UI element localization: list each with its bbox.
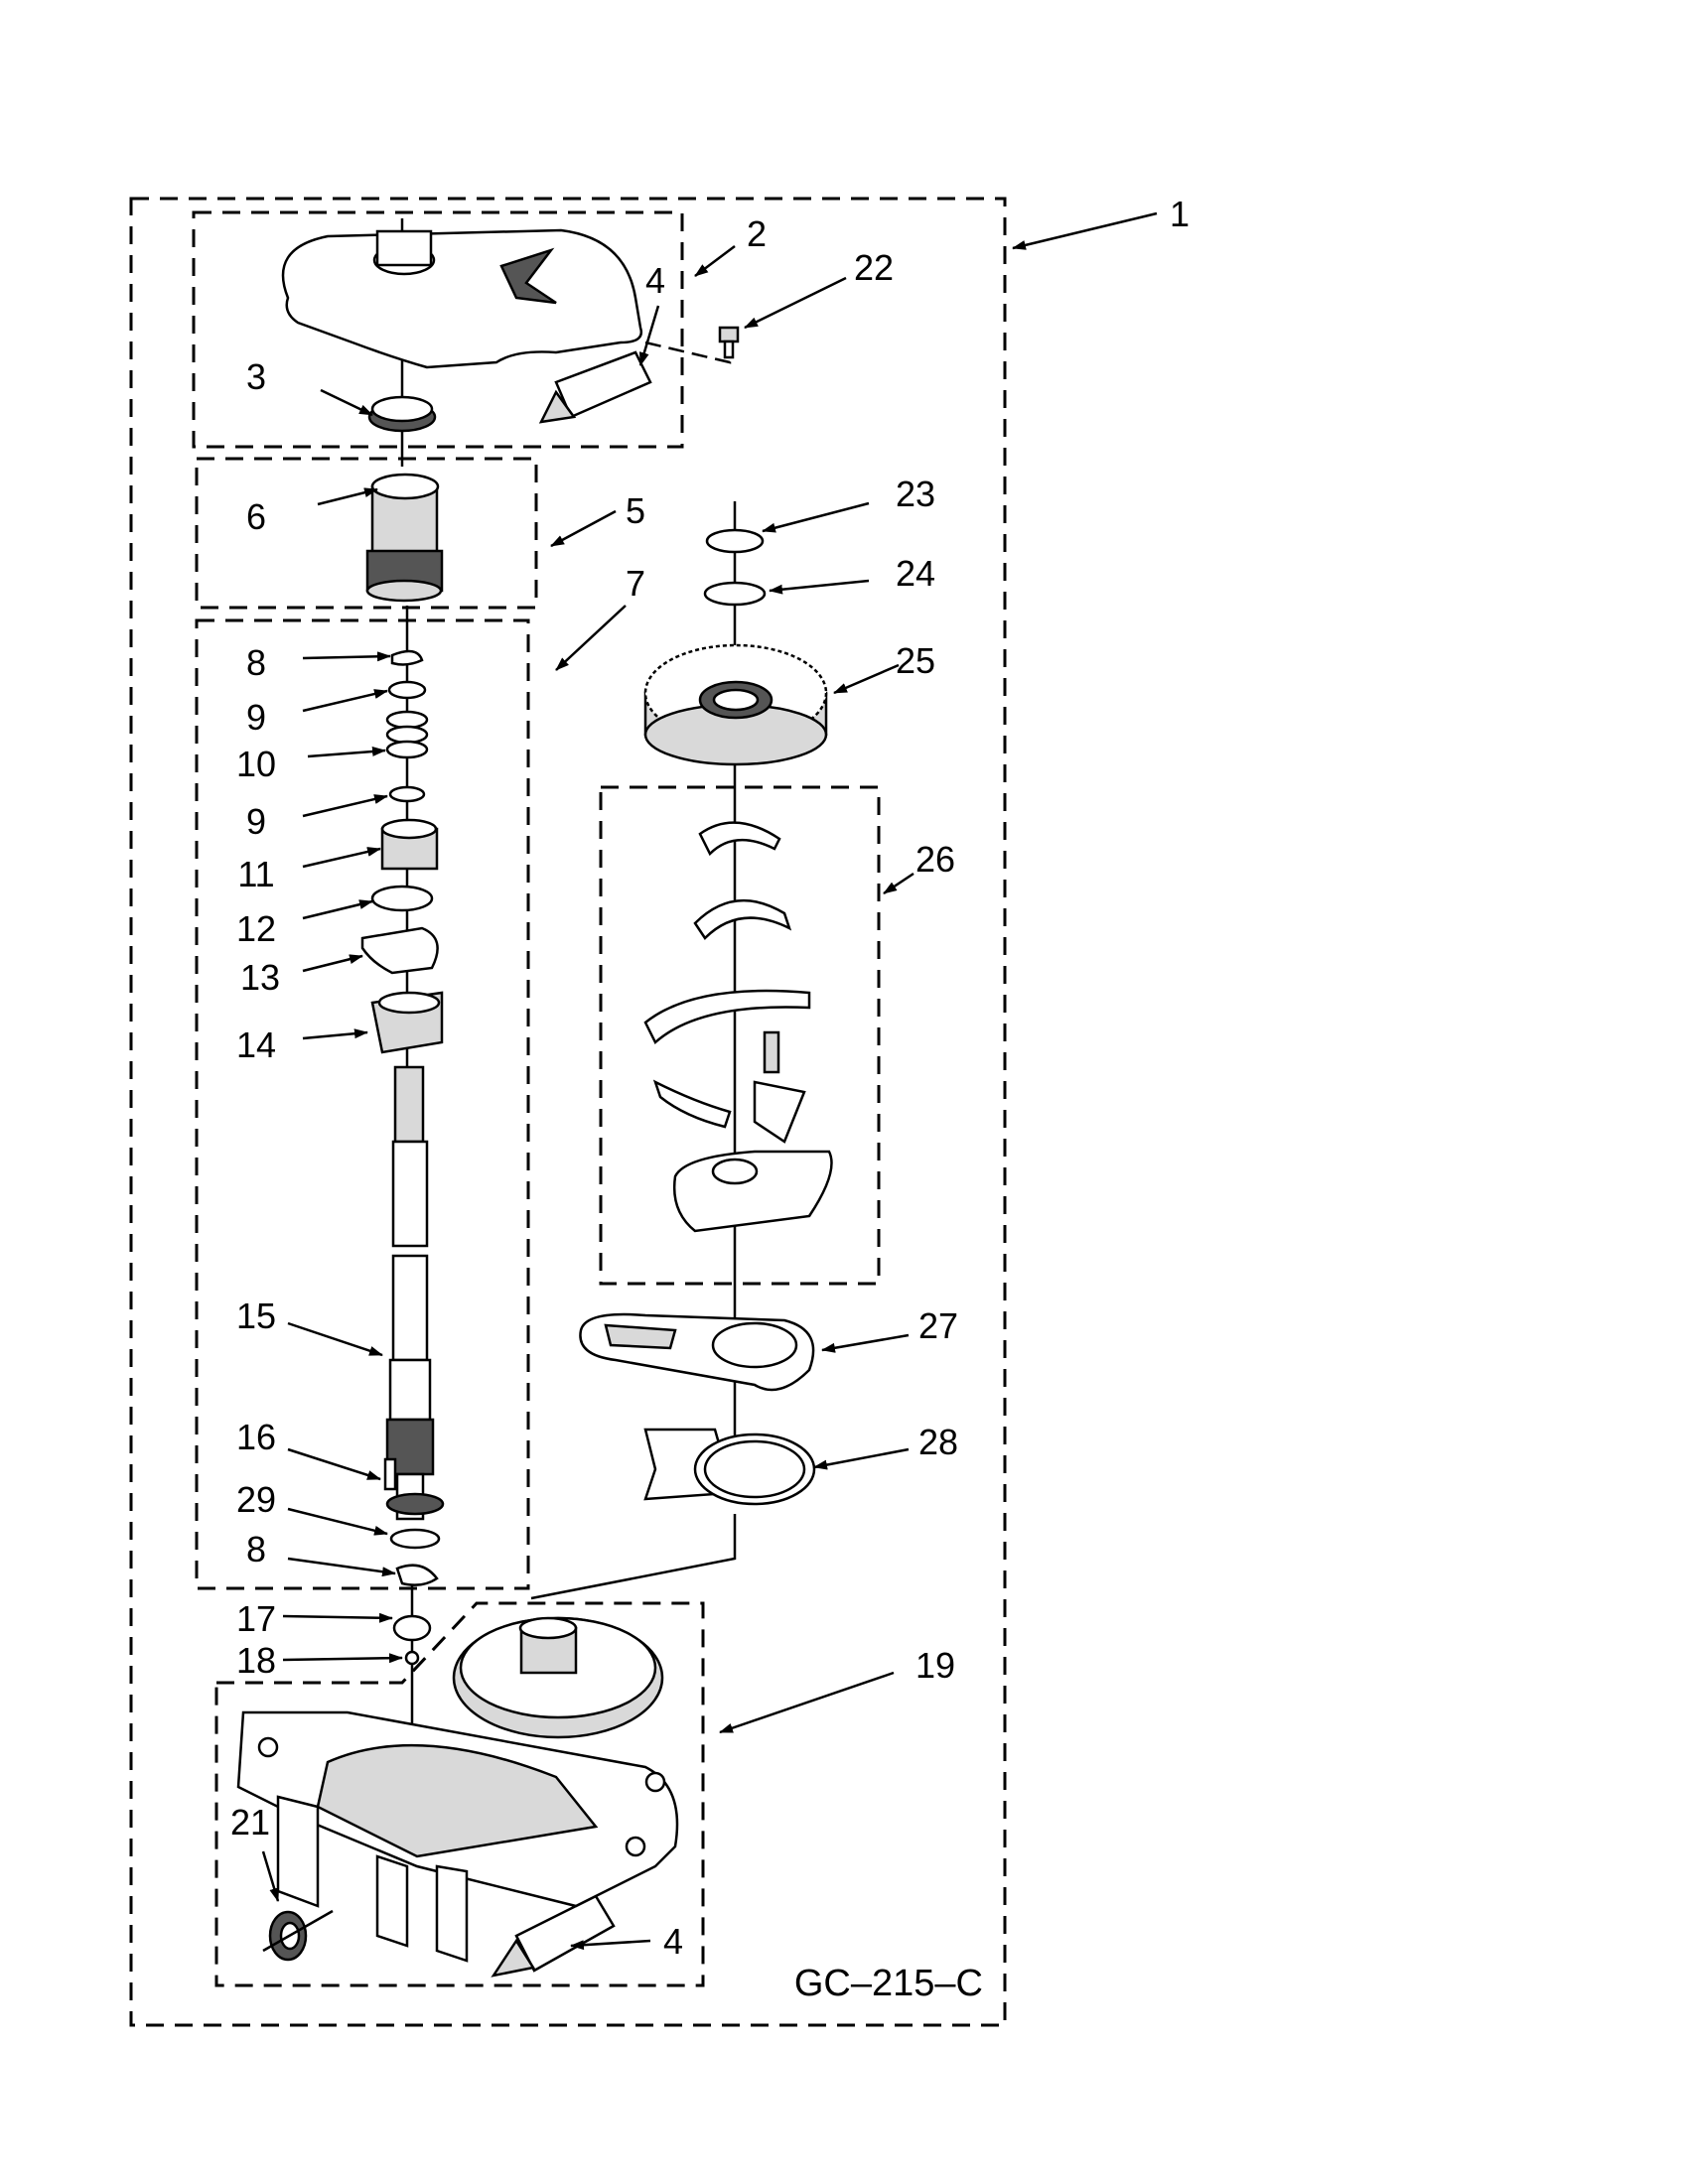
lower-stack-parts (383, 1457, 445, 1666)
large-gear-part (643, 643, 828, 766)
callout-1: 1 (1170, 194, 1190, 234)
grease-tube-lower (491, 1894, 616, 1978)
callout-labels: 1 2 3 4 4 5 6 7 8 8 9 9 10 11 12 13 14 1… (230, 194, 1190, 1962)
group-box-26 (599, 785, 881, 1286)
assembly-box-1 (129, 197, 1007, 2027)
callout-17: 17 (236, 1598, 276, 1639)
callout-5: 5 (626, 490, 645, 531)
callout-3: 3 (246, 356, 266, 397)
callout-12: 12 (236, 908, 276, 949)
callout-25: 25 (896, 640, 935, 681)
housing-gear-part (452, 1616, 664, 1858)
callout-19: 19 (915, 1645, 955, 1686)
callout-16: 16 (236, 1417, 276, 1457)
brake-parts (643, 821, 833, 1233)
callout-6: 6 (246, 496, 266, 537)
callout-28: 28 (918, 1422, 958, 1462)
callout-23: 23 (896, 474, 935, 514)
washer-parts (703, 528, 767, 607)
gear-hub-part (365, 473, 444, 603)
callout-18: 18 (236, 1640, 276, 1681)
lever-plate-part (579, 1312, 815, 1392)
callout-8-lower: 8 (246, 1529, 266, 1570)
diagram-code-label: GC–215–C (794, 1963, 983, 2004)
leader-arrows (261, 211, 1158, 1951)
seal-part (367, 395, 437, 433)
stack-parts (360, 649, 444, 1054)
callout-4-upper: 4 (645, 260, 665, 301)
callout-4-lower: 4 (663, 1921, 683, 1962)
callout-15: 15 (236, 1296, 276, 1336)
callout-10: 10 (236, 744, 276, 784)
callout-2: 2 (747, 213, 767, 254)
callout-29: 29 (236, 1479, 276, 1520)
callout-7: 7 (626, 563, 645, 604)
callout-22: 22 (854, 247, 894, 288)
screw-part (718, 326, 740, 359)
callout-21: 21 (230, 1802, 270, 1843)
callout-8-upper: 8 (246, 642, 266, 683)
group-box-7 (195, 618, 530, 1590)
screw-connector-line (644, 341, 732, 364)
base-housing-part (236, 1710, 679, 1963)
callout-24: 24 (896, 553, 935, 594)
base-seal-part (262, 1909, 334, 1962)
ring-plate-part (643, 1428, 816, 1506)
group-box-2 (192, 210, 684, 449)
group-box-5 (195, 457, 538, 610)
group-box-19 (214, 1601, 705, 1987)
callout-9-upper: 9 (246, 697, 266, 738)
shaft-part (385, 1065, 435, 1521)
callout-11: 11 (237, 854, 274, 894)
axis-right-connector (530, 1514, 737, 1600)
callout-26: 26 (915, 839, 955, 880)
cover-part (281, 228, 643, 369)
grease-tube-upper (538, 350, 652, 424)
callout-13: 13 (240, 957, 280, 998)
callout-27: 27 (918, 1305, 958, 1346)
callout-9-lower: 9 (246, 801, 266, 842)
callout-14: 14 (236, 1024, 276, 1065)
